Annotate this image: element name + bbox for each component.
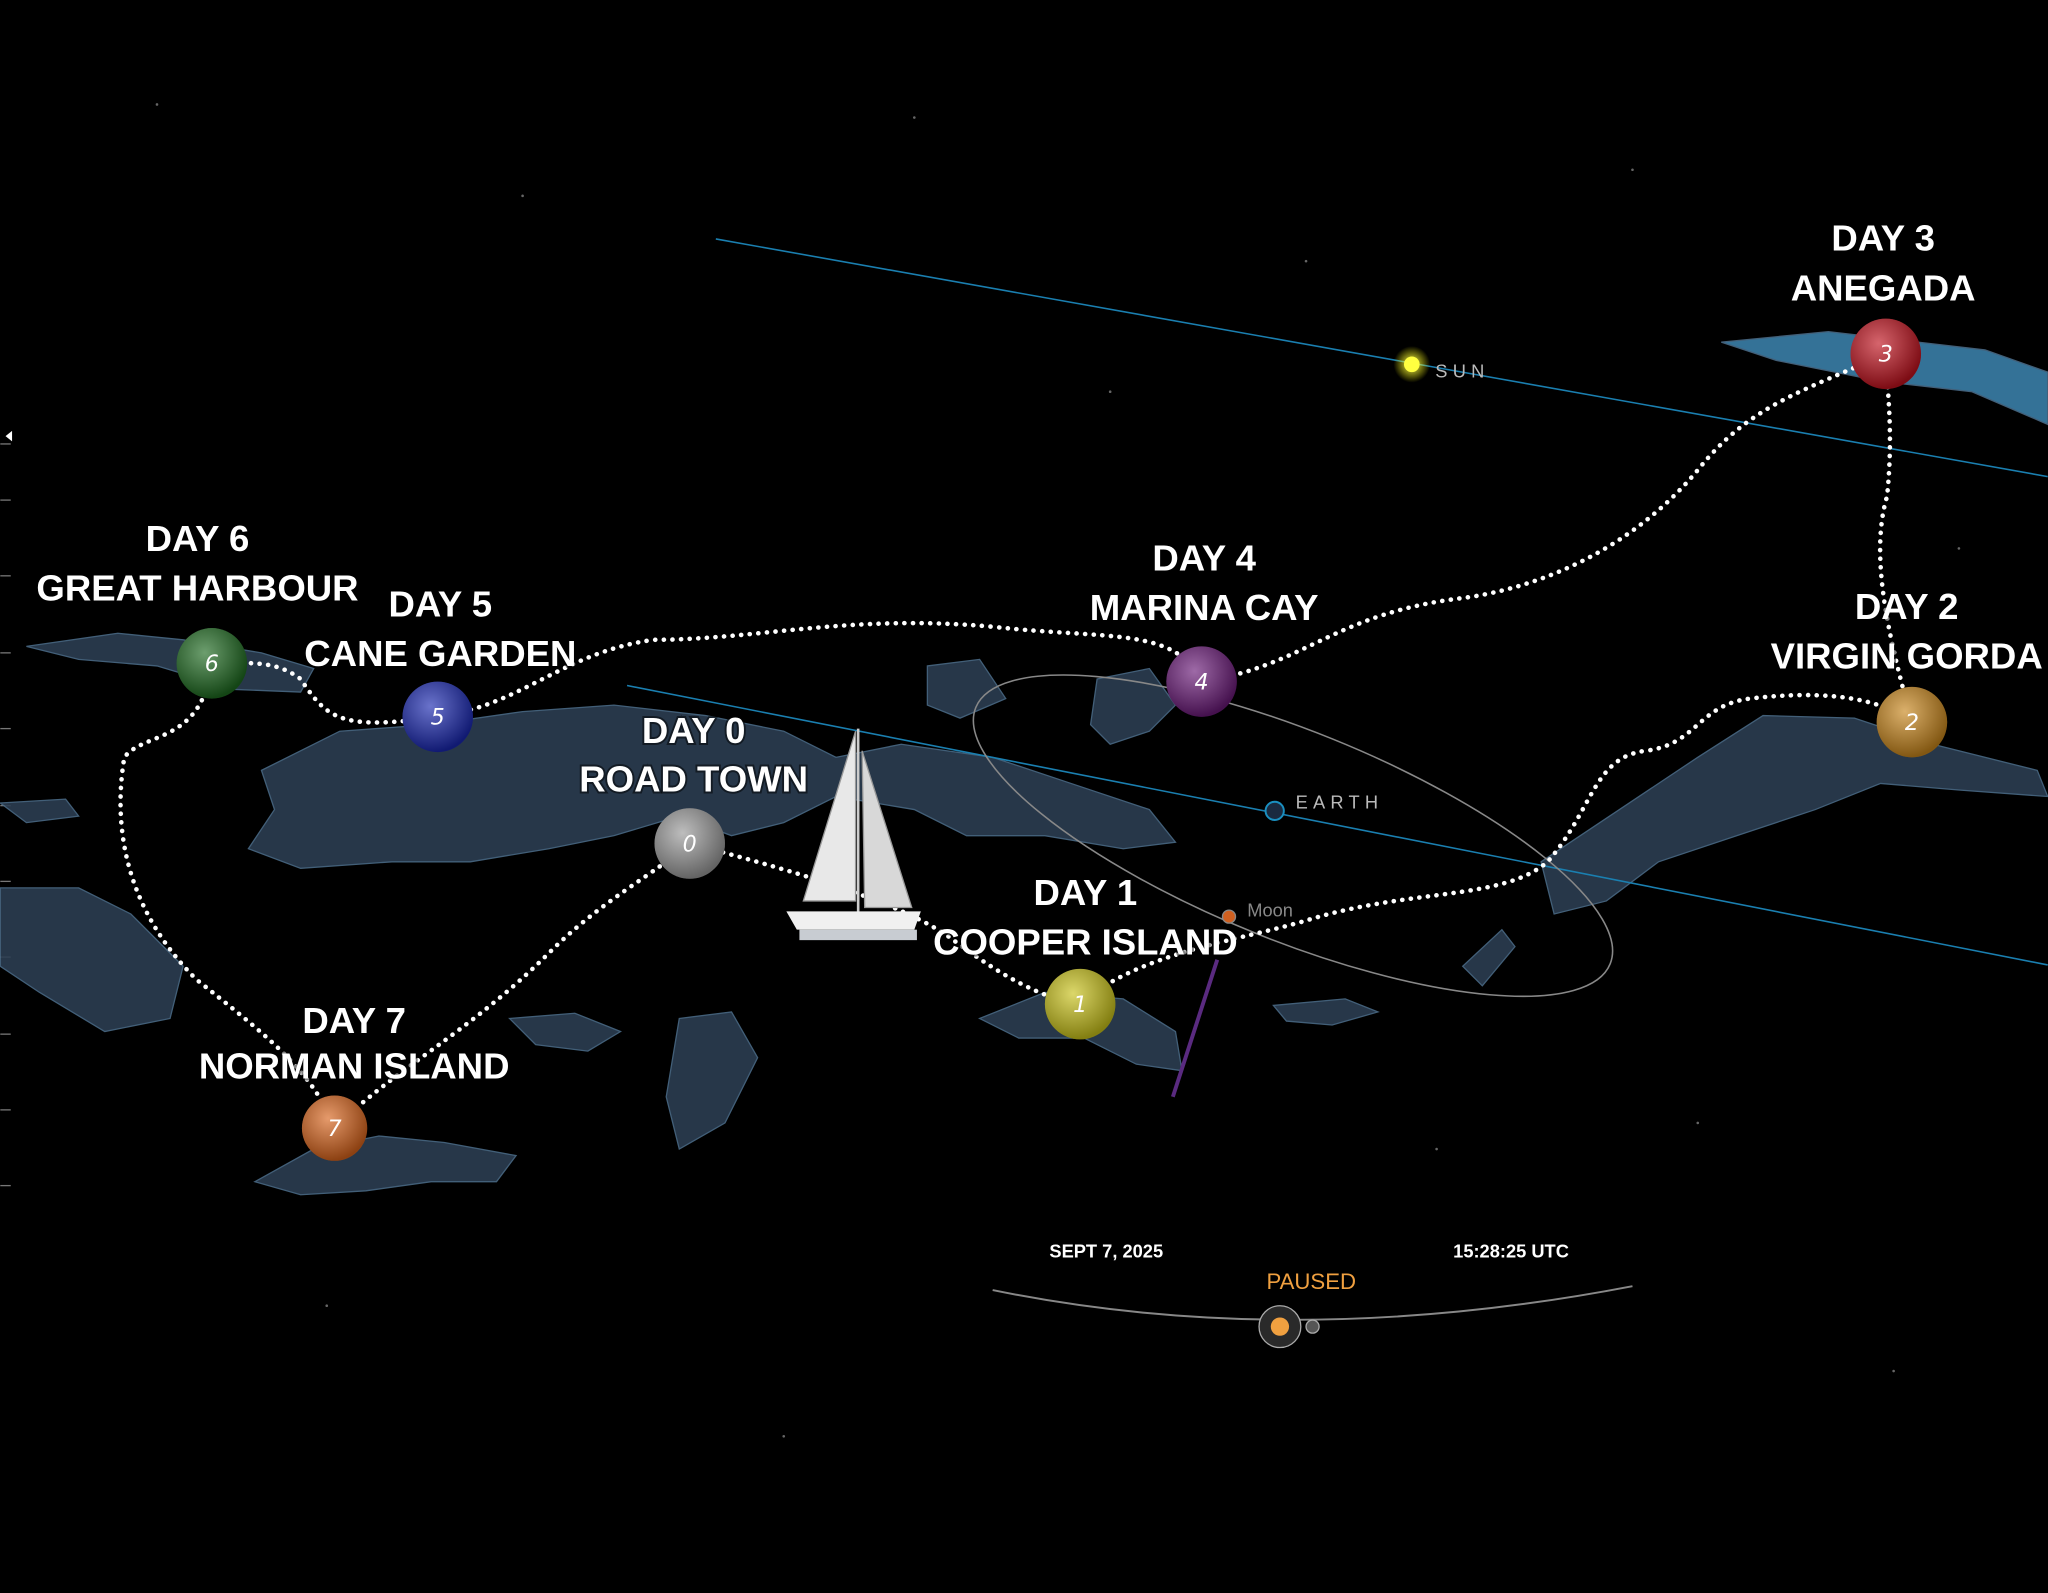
stop-day-label: DAY 3 [1831, 218, 1935, 259]
stop-name-label: ROAD TOWN [579, 758, 808, 799]
stop-name-label: ANEGADA [1791, 267, 1976, 308]
stop-day-2[interactable]: 2 DAY 2 VIRGIN GORDA [1769, 584, 2045, 758]
playback-status: PAUSED [1266, 1269, 1356, 1294]
ecliptic-lines [626, 238, 2048, 966]
stop-number: 5 [431, 705, 445, 731]
stop-day-label: DAY 4 [1152, 538, 1256, 579]
stop-day-label: DAY 1 [1034, 872, 1138, 913]
sun-icon [1403, 356, 1420, 373]
stop-day-label: DAY 2 [1855, 586, 1959, 627]
stop-day-0[interactable]: 0 DAY 0 ROAD TOWN [577, 708, 810, 879]
stop-day-6[interactable]: 6 DAY 6 GREAT HARBOUR [34, 516, 360, 699]
stop-number: 1 [1073, 992, 1087, 1018]
stop-number: 4 [1195, 669, 1209, 695]
left-scale-ruler[interactable] [0, 430, 13, 1187]
date-readout: SEPT 7, 2025 [1049, 1240, 1163, 1261]
stop-name-label: VIRGIN GORDA [1771, 636, 2043, 677]
stop-name-label: NORMAN ISLAND [199, 1046, 510, 1087]
moon-icon [1221, 909, 1237, 924]
starfield [155, 103, 1961, 1438]
time-slider-handle[interactable] [1258, 1305, 1302, 1349]
catamaran-boat [786, 728, 921, 941]
stop-day-5[interactable]: 5 DAY 5 CANE GARDEN [302, 581, 578, 753]
stop-day-label: DAY 5 [389, 583, 493, 624]
stop-number: 6 [205, 651, 219, 677]
stop-name-label: GREAT HARBOUR [36, 568, 358, 609]
time-slider-secondary-knob[interactable] [1305, 1319, 1320, 1334]
stop-number: 7 [328, 1116, 342, 1142]
time-control-hud: SEPT 7, 2025 15:28:25 UTC PAUSED [992, 1240, 1633, 1349]
earth-label: EARTH [1296, 791, 1384, 812]
ruler-arrow-icon [5, 430, 13, 442]
stop-number: 3 [1879, 342, 1893, 368]
sun-marker[interactable]: SUN [1393, 346, 1490, 383]
time-readout: 15:28:25 UTC [1453, 1240, 1569, 1261]
earth-marker[interactable]: EARTH [1264, 791, 1384, 821]
earth-icon [1264, 800, 1285, 821]
sailing-route [118, 350, 1916, 1133]
stop-number: 2 [1905, 710, 1919, 736]
stop-name-label: MARINA CAY [1090, 587, 1319, 628]
stop-day-4[interactable]: 4 DAY 4 MARINA CAY [1088, 536, 1321, 717]
stop-number: 0 [683, 831, 697, 857]
stop-name-label: COOPER ISLAND [933, 921, 1238, 962]
stop-day-label: DAY 6 [146, 518, 250, 559]
moon-orbit [972, 674, 1614, 998]
stop-day-label: DAY 7 [302, 1000, 406, 1041]
stop-day-7[interactable]: 7 DAY 7 NORMAN ISLAND [197, 998, 511, 1161]
moon-label: Moon [1247, 900, 1293, 921]
moon-trail [1170, 959, 1220, 1098]
stop-day-1[interactable]: 1 DAY 1 COOPER ISLAND [931, 870, 1240, 1040]
stop-day-label: DAY 0 [642, 710, 746, 751]
time-slider-track[interactable] [992, 1285, 1633, 1321]
stop-name-label: CANE GARDEN [304, 633, 576, 674]
moon-marker[interactable]: Moon [1221, 900, 1293, 924]
sun-label: SUN [1435, 360, 1489, 381]
stop-day-3[interactable]: 3 DAY 3 ANEGADA [1789, 216, 1978, 390]
